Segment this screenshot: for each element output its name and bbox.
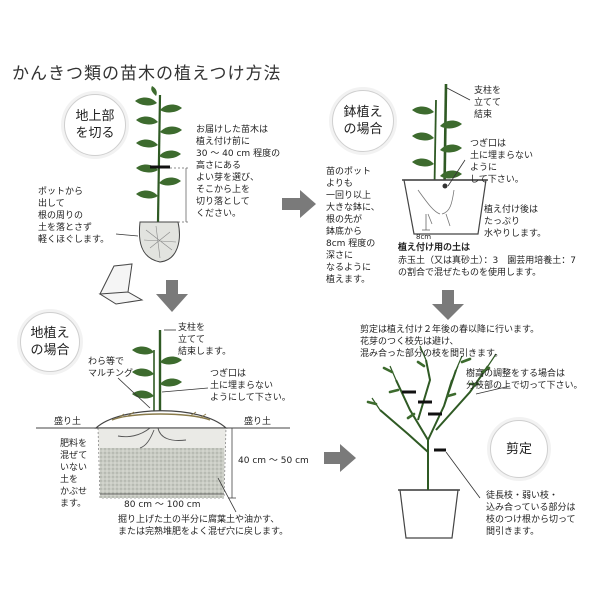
arrow-down-left-icon	[156, 280, 188, 312]
ground-note-graft: つぎ口は 土に埋まらない ようにして下さい。	[210, 369, 291, 403]
prune-note-right: 樹高の調整をする場合は 分枝部の上で切って下さい。	[466, 369, 583, 391]
prune-note-bottom: 徒長枝・弱い枝・ 込み合っている部分は 枝のつけ根から切って 間引きます。	[486, 491, 576, 537]
arrow-right-bottom-icon	[324, 444, 356, 472]
section-label-cut: 地上部 を切る	[64, 94, 126, 156]
page-title: かんきつ類の苗木の植えつけ方法	[12, 64, 282, 84]
pot-note-graft: つぎ口は 土に埋まらない ように して下さい。	[470, 139, 534, 185]
cut-note-left: ポットから 出して 根の周りの 土を落とさず 軽くほぐします。	[38, 187, 110, 245]
ground-note-fert: 肥料を 混ぜて いない 土を かぶせ ます。	[60, 439, 88, 509]
pot-depth-label: 8cm	[416, 233, 432, 241]
section-label-pot: 鉢植え の場合	[332, 90, 394, 152]
section-label-ground: 地植え の場合	[20, 312, 80, 372]
ground-note-bottom: 掘り上げた土の半分に腐葉土や油かす、 または完熟堆肥をよく混ぜ穴に戻します。	[118, 515, 289, 537]
ground-note-stake: 支柱を 立てて 結束します。	[178, 323, 232, 357]
ground-note-mulch: わら等で マルチング	[88, 357, 134, 379]
seedling-cut-drawing	[98, 86, 190, 305]
pot-drawing	[402, 83, 488, 235]
pot-note-stake: 支柱を 立てて 結束	[474, 86, 502, 120]
flow-arrows	[156, 190, 464, 472]
ground-mound-left: 盛り土	[54, 417, 82, 427]
section-label-prune: 剪定	[490, 420, 548, 478]
prune-note-top: 剪定は植え付け２年後の春以降に行います。 花芽のつく枝先は避け、 混み合った部分…	[360, 325, 540, 359]
pot-note-left: 苗のポット よりも 一回り以上 大きな鉢に、 根の先が 鉢底から 8cm 程度の…	[326, 167, 380, 285]
cut-note-top: お届けした苗木は 植え付け前に 30 ～ 40 cm 程度の 高さにある よい芽…	[196, 125, 281, 219]
pot-soil-body: 赤玉土（又は真砂土）：3 園芸用培養土：7 の割合で混ぜたものを使用します。	[398, 256, 576, 278]
arrow-down-right-icon	[432, 290, 464, 320]
ground-width-label: 80 cm ～ 100 cm	[124, 500, 201, 510]
arrow-right-top-icon	[282, 190, 316, 218]
prune-drawing	[366, 345, 511, 539]
ground-mound-right: 盛り土	[244, 417, 272, 427]
pot-note-water: 植え付け後は たっぷり 水やりします。	[484, 205, 547, 239]
pot-soil-title: 植え付け用の土は	[398, 243, 471, 253]
ground-depth-label: 40 cm ～ 50 cm	[238, 456, 309, 466]
ground-drawing	[36, 329, 290, 513]
